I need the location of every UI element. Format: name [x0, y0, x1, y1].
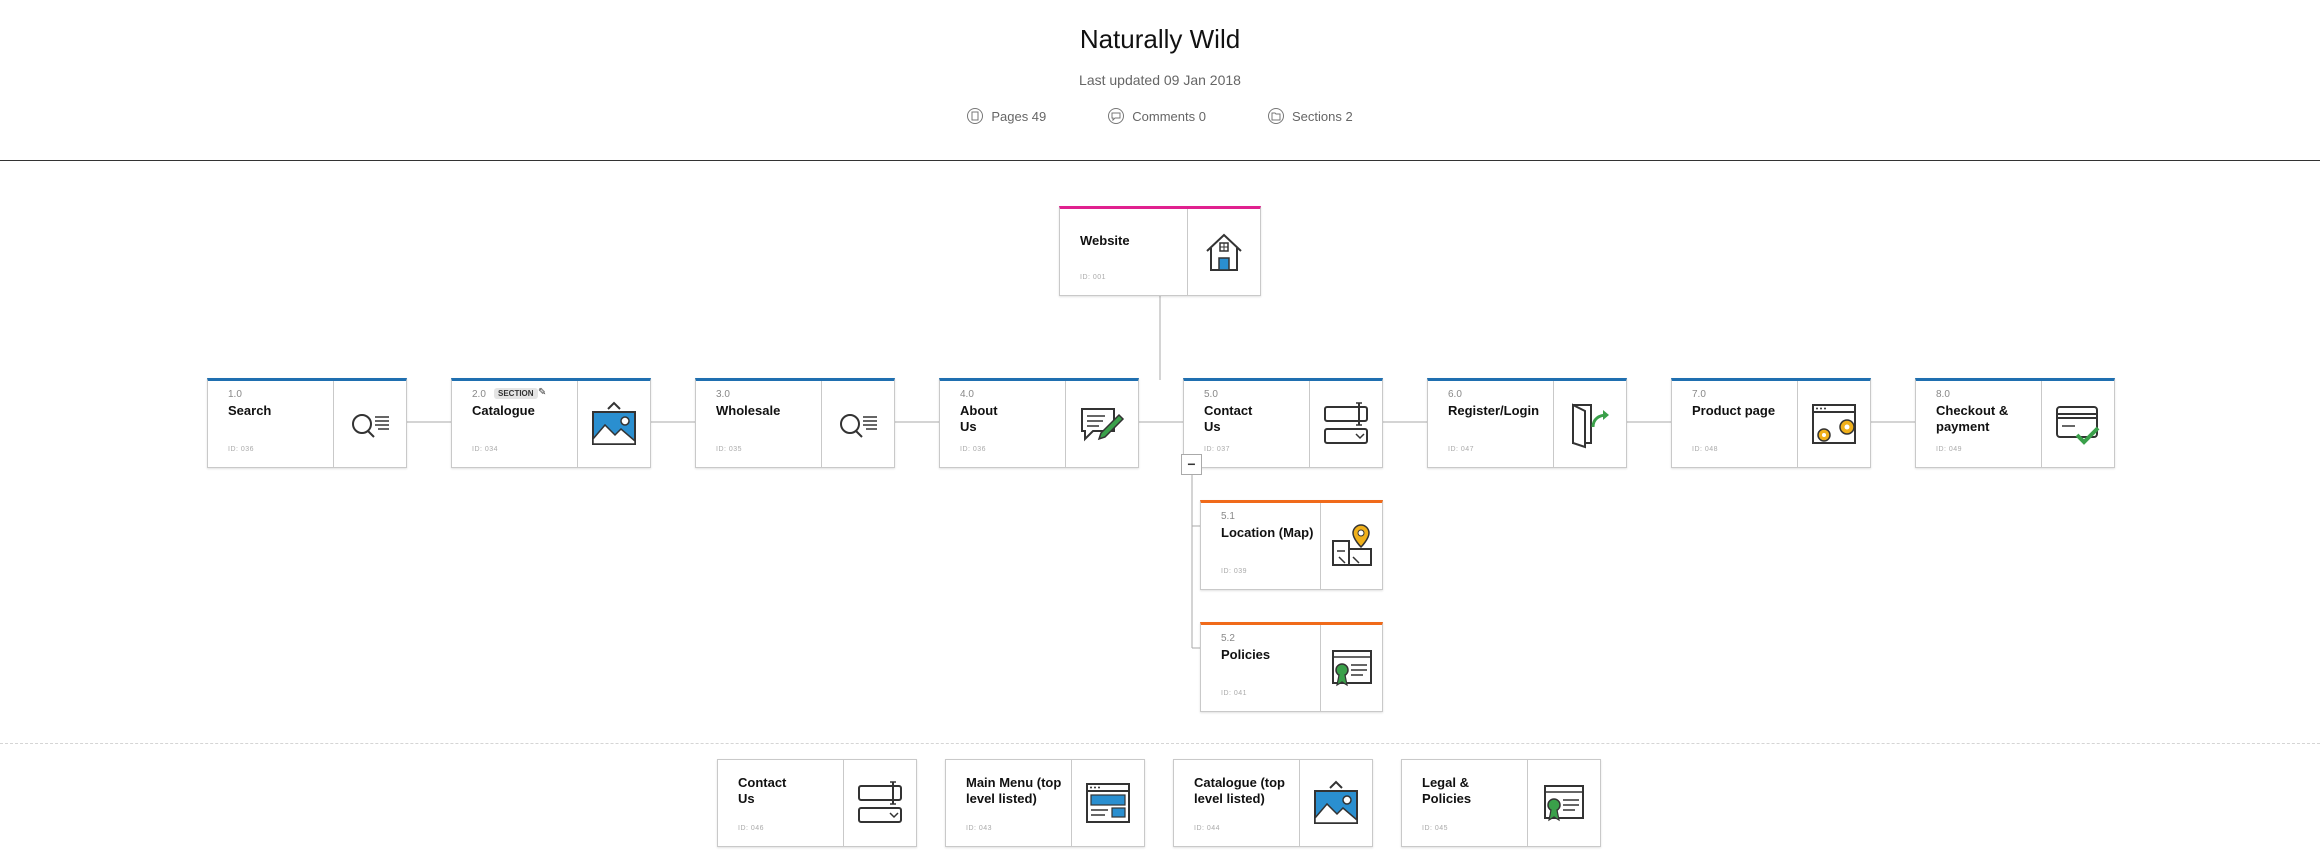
section-id: ID: 045 [1422, 825, 1449, 832]
section-name: Contact Us [738, 775, 787, 806]
node-number: 4.0 [960, 389, 974, 400]
node-wholesale[interactable]: 3.0 Wholesale ID: 035 [695, 378, 895, 468]
chat-icon [1065, 381, 1138, 467]
node-number: 3.0 [716, 389, 730, 400]
node-catalogue[interactable]: 2.0 SECTION ✎ Catalogue ID: 034 [451, 378, 651, 468]
node-id: ID: 041 [1221, 690, 1248, 697]
stat-pages-label: Pages 49 [991, 108, 1047, 124]
house-icon [1187, 209, 1260, 295]
node-name: Register/Login [1448, 403, 1540, 418]
node-register-login[interactable]: 6.0 Register/Login ID: 047 [1427, 378, 1627, 468]
stat-sections-label: Sections 2 [1291, 108, 1353, 124]
node-id: ID: 047 [1448, 446, 1475, 453]
stat-pages[interactable]: Pages 49 [967, 108, 1046, 124]
section-id: ID: 044 [1194, 825, 1221, 832]
node-id: ID: 049 [1936, 446, 1963, 453]
node-name: Website [1080, 233, 1130, 248]
node-id: ID: 036 [960, 446, 987, 453]
section-id: ID: 043 [966, 825, 993, 832]
node-product-page[interactable]: 7.0 Product page ID: 048 [1671, 378, 1871, 468]
certificate-icon [1527, 760, 1600, 846]
node-website[interactable]: Website ID: 001 [1059, 206, 1261, 296]
form-icon [1309, 381, 1382, 467]
search-icon [821, 381, 894, 467]
certificate-icon [1320, 625, 1382, 711]
page-title: Naturally Wild [1079, 24, 1241, 54]
sections-divider [0, 743, 2320, 744]
page-header: Naturally Wild Last updated 09 Jan 2018 … [0, 0, 2320, 161]
node-name: Catalogue [472, 403, 535, 418]
stat-comments-label: Comments 0 [1132, 108, 1206, 124]
search-icon [333, 381, 406, 467]
section-contact-us[interactable]: Contact Us ID: 046 [717, 759, 917, 847]
node-id: ID: 048 [1692, 446, 1719, 453]
node-about-us[interactable]: 4.0 About Us ID: 036 [939, 378, 1139, 468]
node-name: Search [228, 403, 272, 418]
pages-icon [967, 108, 984, 124]
map-pin-icon [1320, 503, 1382, 589]
node-number: 2.0 [472, 389, 486, 400]
section-name: Catalogue (top level listed) [1194, 775, 1285, 806]
image-icon [1299, 760, 1372, 846]
node-search[interactable]: 1.0 Search ID: 036 [207, 378, 407, 468]
node-id: ID: 035 [716, 446, 743, 453]
section-id: ID: 046 [738, 825, 765, 832]
node-name: Checkout & payment [1936, 403, 2009, 434]
section-legal-policies[interactable]: Legal & Policies ID: 045 [1401, 759, 1601, 847]
node-name: Location (Map) [1221, 525, 1314, 540]
comments-icon [1108, 108, 1125, 124]
node-contact-us[interactable]: 5.0 Contact Us ID: 037 [1183, 378, 1383, 468]
node-location-map[interactable]: 5.1 Location (Map) ID: 039 [1200, 500, 1383, 590]
section-badge: SECTION [494, 388, 538, 399]
node-number: 8.0 [1936, 389, 1950, 400]
settings-window-icon [1797, 381, 1870, 467]
node-name: About Us [960, 403, 998, 434]
node-number: 6.0 [1448, 389, 1462, 400]
node-name: Policies [1221, 647, 1271, 662]
form-icon [843, 760, 916, 846]
sections-icon [1267, 108, 1284, 124]
node-id: ID: 034 [472, 446, 499, 453]
node-number: 5.0 [1204, 389, 1218, 400]
section-name: Main Menu (top level listed) [966, 775, 1062, 806]
node-id: ID: 036 [228, 446, 255, 453]
section-name: Legal & Policies [1422, 775, 1472, 806]
node-name: Contact Us [1204, 403, 1253, 434]
node-number: 7.0 [1692, 389, 1706, 400]
node-id: ID: 037 [1204, 446, 1231, 453]
last-updated: Last updated 09 Jan 2018 [1079, 72, 1241, 88]
stat-comments[interactable]: Comments 0 [1108, 108, 1206, 124]
node-id: ID: 001 [1080, 274, 1107, 281]
section-main-menu[interactable]: Main Menu (top level listed) ID: 043 [945, 759, 1145, 847]
section-catalogue[interactable]: Catalogue (top level listed) ID: 044 [1173, 759, 1373, 847]
stat-sections[interactable]: Sections 2 [1267, 108, 1353, 124]
node-id: ID: 039 [1221, 568, 1248, 575]
window-icon [1071, 760, 1144, 846]
node-number: 5.1 [1221, 511, 1235, 522]
node-policies[interactable]: 5.2 Policies ID: 041 [1200, 622, 1383, 712]
credit-card-icon [2041, 381, 2114, 467]
node-checkout-payment[interactable]: 8.0 Checkout & payment ID: 049 [1915, 378, 2115, 468]
door-icon [1553, 381, 1626, 467]
stats-bar: Pages 49 Comments 0 Sections 2 [0, 108, 2320, 124]
collapse-button[interactable]: − [1181, 454, 1202, 475]
image-icon [577, 381, 650, 467]
node-number: 5.2 [1221, 633, 1235, 644]
node-number: 1.0 [228, 389, 242, 400]
pencil-icon[interactable]: ✎ [538, 387, 547, 398]
node-name: Wholesale [716, 403, 781, 418]
node-name: Product page [1692, 403, 1776, 418]
